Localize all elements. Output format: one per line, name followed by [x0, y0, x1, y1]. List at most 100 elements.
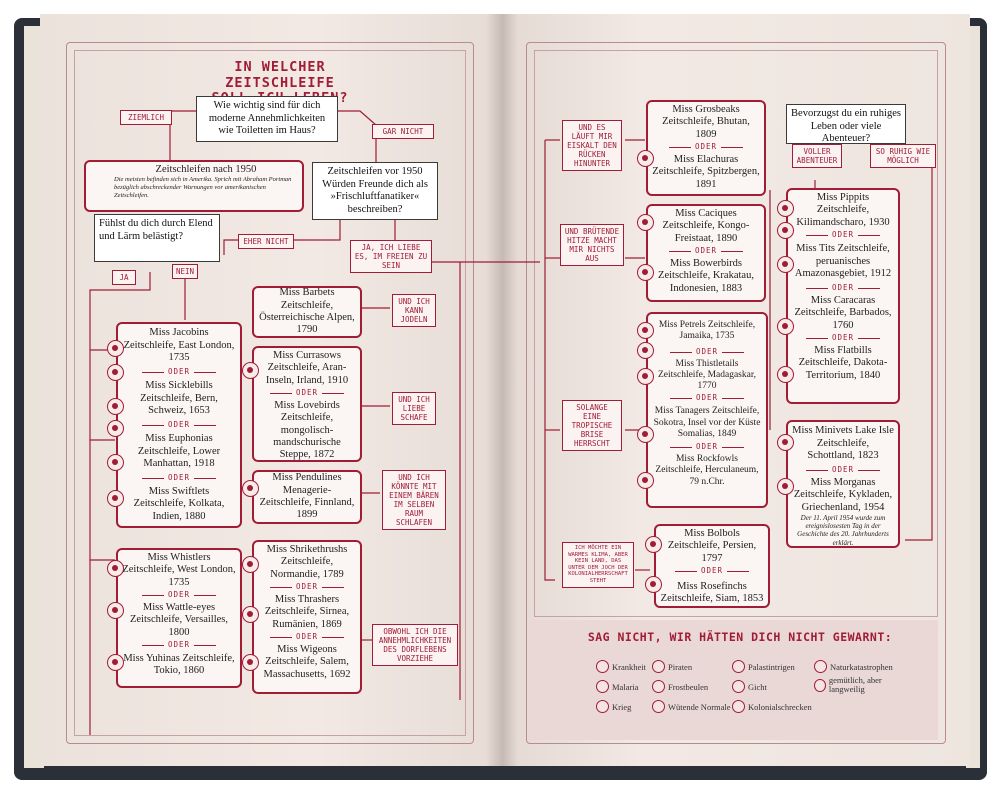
loop-item: Miss Euphonias Zeitschleife, Lower Manha… [122, 432, 236, 472]
palace-intrigue-icon [242, 556, 259, 573]
natural-disaster-icon [637, 472, 654, 489]
loop-text: Miss Bowerbirds Zeitschleife, Krakatau, … [658, 257, 754, 294]
box-note: Die meisten befinden sich in Amerika. Sp… [114, 176, 292, 199]
answer-text: UND ICH KANN JODELN [398, 297, 430, 324]
answer-text: OBWOHL ICH DIE ANNEHMLICHKEITEN DES DORF… [378, 627, 452, 663]
legend-label: Gicht [748, 681, 767, 692]
box-pendulines: Miss Pendulines Menagerie-Zeitschleife, … [252, 470, 362, 524]
loop-item: Miss Elachuras Zeitschleife, Spitzbergen… [652, 154, 760, 191]
loop-text: Miss Grosbeaks Zeitschleife, Bhutan, 180… [662, 104, 750, 140]
loop-item: Miss Rockfowls Zeitschleife, Herculaneum… [652, 454, 762, 488]
loop-text: Miss Tanagers Zeitschleife, Sokotra, Ins… [653, 406, 761, 439]
answer-gar-nicht: GAR NICHT [372, 124, 434, 139]
legend-item-frostbeulen: Frostbeulen [652, 680, 708, 693]
legend-item-palastintrigen: Palastintrigen [732, 660, 795, 673]
answer-text: GAR NICHT [382, 127, 424, 136]
book-gutter [486, 14, 518, 766]
loop-item: Miss Wattle-eyes Zeitschleife, Versaille… [122, 602, 236, 639]
right-inner-frame [534, 50, 938, 617]
loop-text: Miss Wattle-eyes Zeitschleife, Versaille… [129, 601, 229, 638]
loop-text: Miss Currasows Zeitschleife, Aran-Inseln… [265, 350, 349, 386]
loop-item: Miss Sicklebills Zeitschleife, Bern, Sch… [122, 379, 236, 419]
answer-so-ruhig: SO RUHIG WIE MÖGLICH [870, 144, 936, 168]
loop-text: Miss Minivets Lake Isle Zeitschleife, Sc… [792, 425, 894, 462]
oder-divider: ODER [258, 388, 356, 398]
loop-text: Miss Yuhinas Zeitschleife, Tokio, 1860 [123, 652, 235, 676]
box-cold-loops: Miss Grosbeaks Zeitschleife, Bhutan, 180… [646, 100, 766, 196]
legend-item-gicht: Gicht [732, 680, 767, 693]
legend-label: Kolonialschrecken [748, 701, 812, 712]
answer-obwohl: OBWOHL ICH DIE ANNEHMLICHKEITEN DES DORF… [372, 624, 458, 666]
legend-label: gemütlich, aber langweilig [828, 675, 882, 695]
oder-divider: ODER [660, 566, 764, 576]
disease-icon [107, 490, 124, 507]
angry-normals-icon [242, 654, 259, 671]
oder-divider: ODER [652, 142, 760, 152]
legend-label: Palastintrigen [748, 661, 795, 672]
natural-disaster-icon [637, 264, 654, 281]
answer-tropische-brise: SOLANGE EINE TROPISCHE BRISE HERRSCHT [562, 400, 622, 451]
loop-text: Miss Barbets Zeitschleife, Österreichisc… [259, 287, 355, 336]
legend-label: Frostbeulen [668, 681, 709, 692]
oder-divider: ODER [792, 230, 894, 240]
colonial-horror-icon [777, 366, 794, 383]
answer-ja: JA [112, 270, 136, 285]
legend-label: Krankheit [612, 661, 646, 672]
palace-intrigue-icon [107, 602, 124, 619]
oder-divider: ODER [122, 420, 236, 430]
box-heat-loops: Miss Caciques Zeitschleife, Kongo-Freist… [646, 204, 766, 302]
loop-item: Miss Bolbols Zeitschleife, Persien, 1797 [660, 528, 764, 565]
answer-ja-liebe: JA, ICH LIEBE ES, IM FREIEN ZU SEIN [350, 240, 432, 273]
loop-text: Miss Rockfowls Zeitschleife, Herculaneum… [655, 454, 759, 487]
loop-item: Miss Currasows Zeitschleife, Aran-Inseln… [258, 350, 356, 387]
gout-icon [732, 680, 745, 693]
loop-item: Miss Shrikethrushs Zeitschleife, Normand… [258, 544, 356, 581]
loop-text: Miss Caracaras Zeitschleife, Barbados, 1… [794, 294, 892, 331]
oder-divider: ODER [652, 347, 762, 357]
boring-icon [777, 434, 794, 451]
loop-text: Miss Elachuras Zeitschleife, Spitzbergen… [652, 153, 760, 190]
loop-item: Miss Pippits Zeitschleife, Kilimandschar… [792, 192, 894, 229]
oder-divider: ODER [652, 246, 760, 256]
loop-item: Miss Flatbills Zeitschleife, Dakota-Terr… [792, 345, 894, 382]
legend-label: Naturkatastrophen [830, 661, 893, 672]
box-history-loops: Miss Whistlers Zeitschleife, West London… [116, 548, 242, 688]
loop-item: Miss Jacobins Zeitschleife, East London,… [122, 326, 236, 366]
warning-legend-panel [528, 620, 938, 740]
question-text: Fühlst du dich durch Elend und Lärm belä… [99, 218, 213, 242]
legend-label: Malaria [612, 681, 639, 692]
oder-divider: ODER [122, 640, 236, 650]
pirates-icon [637, 342, 654, 359]
loop-text: Miss Pendulines Menagerie-Zeitschleife, … [259, 472, 355, 521]
answer-text: ZIEMLICH [127, 113, 165, 122]
frostbite-icon [652, 680, 665, 693]
loop-item: Miss Whistlers Zeitschleife, West London… [122, 552, 236, 589]
loop-text: Miss Swiftlets Zeitschleife, Kolkata, In… [133, 485, 225, 522]
question-frischluft: Zeitschleifen vor 1950 Würden Freunde di… [312, 162, 438, 220]
answer-baeren: UND ICH KÖNNTE MIT EINEM BÄREN IM SELBEN… [382, 470, 446, 530]
oder-divider: ODER [652, 442, 762, 452]
loop-text: Miss Tits Zeitschleife, peruanisches Ama… [794, 243, 892, 280]
question-text: Wie wichtig sind für dich moderne Annehm… [208, 100, 326, 137]
colonial-horror-icon [732, 700, 745, 713]
oder-divider: ODER [792, 333, 894, 343]
oder-divider: ODER [652, 394, 762, 403]
malaria-icon [777, 256, 794, 273]
answer-text: UND ES LÄUFT MIR EISKALT DEN RÜCKEN HINU… [567, 123, 617, 168]
loop-text: Miss Thrashers Zeitschleife, Sirnea, Rum… [264, 593, 350, 630]
loop-text: Miss Bolbols Zeitschleife, Persien, 1797 [667, 528, 757, 564]
box-intrigue-loops: Miss Shrikethrushs Zeitschleife, Normand… [252, 540, 362, 694]
box-rural-loops: Miss Currasows Zeitschleife, Aran-Inseln… [252, 346, 362, 462]
loop-text: Miss Caciques Zeitschleife, Kongo-Freist… [662, 208, 750, 244]
legend-label: Piraten [668, 661, 693, 672]
loop-text: Miss Thistletails Zeitschleife, Madagask… [657, 358, 756, 392]
pirates-icon [652, 660, 665, 673]
disease-icon [637, 322, 654, 339]
oder-divider: ODER [258, 582, 356, 592]
answer-hitze: UND BRÜTENDE HITZE MACHT MIR NICHTS AUS [560, 224, 624, 266]
legend-item-krieg: Krieg [596, 700, 631, 713]
war-icon [107, 654, 124, 671]
war-icon [242, 362, 259, 379]
loop-item: Miss Caciques Zeitschleife, Kongo-Freist… [652, 208, 760, 245]
answer-text: VOLLER ABENTEUER [796, 147, 838, 165]
